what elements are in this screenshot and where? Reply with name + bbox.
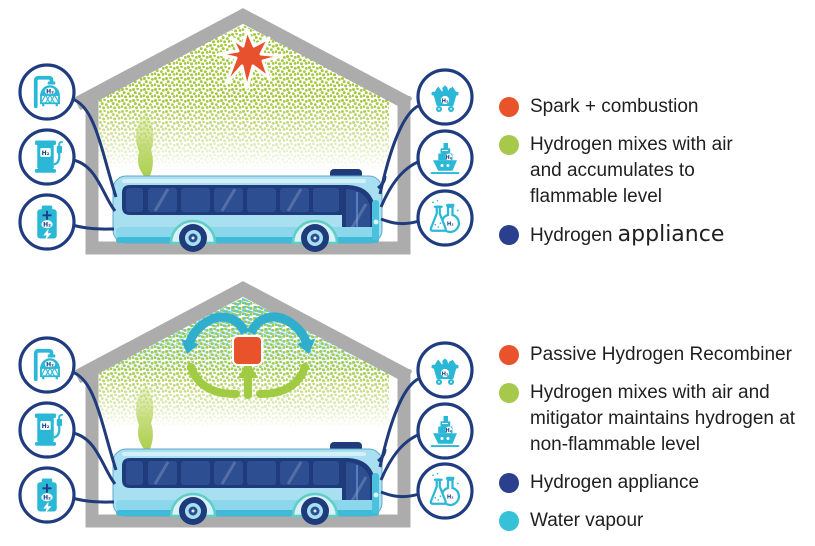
legend-label-emphasis: appliance [617, 222, 725, 247]
legend-item-spark-combustion: Spark + combustion [499, 94, 809, 120]
legend-label-prefix: Hydrogen [530, 225, 618, 246]
legend-item-hydrogen-appliance: Hydrogen appliance [499, 470, 809, 496]
legend-dot-cyan [499, 511, 519, 531]
legend-item-hydrogen-appliance: Hydrogen appliance [499, 222, 809, 249]
legend-label: Hydrogen mixes with air and mitigator ma… [530, 382, 796, 455]
legend-dot-green [499, 135, 519, 155]
legend-item-recombiner: Passive Hydrogen Recombiner [499, 342, 809, 368]
legend-dot-navy [499, 225, 519, 245]
diagram-mitigated-scenario [0, 273, 495, 546]
legend-mitigated: Passive Hydrogen Recombiner Hydrogen mix… [499, 342, 809, 534]
legend-label: Passive Hydrogen Recombiner [530, 344, 792, 365]
diagram-hazard-scenario [0, 0, 495, 273]
legend-label: Hydrogen appliance [530, 222, 724, 249]
legend-dot-navy [499, 473, 519, 493]
legend-item-hydrogen-accumulates: Hydrogen mixes with air and accumulates … [499, 132, 809, 210]
legend-label: Hydrogen mixes with air and accumulates … [530, 134, 733, 207]
legend-item-hydrogen-mitigated: Hydrogen mixes with air and mitigator ma… [499, 380, 809, 458]
legend-dot-green [499, 383, 519, 403]
legend-dot-orange [499, 345, 519, 365]
legend-dot-orange [499, 97, 519, 117]
legend-item-water-vapour: Water vapour [499, 508, 809, 534]
legend-label: Hydrogen appliance [530, 472, 700, 493]
legend-hazard: Spark + combustion Hydrogen mixes with a… [499, 94, 809, 249]
legend-label: Spark + combustion [530, 96, 699, 117]
legend-label: Water vapour [530, 510, 644, 531]
